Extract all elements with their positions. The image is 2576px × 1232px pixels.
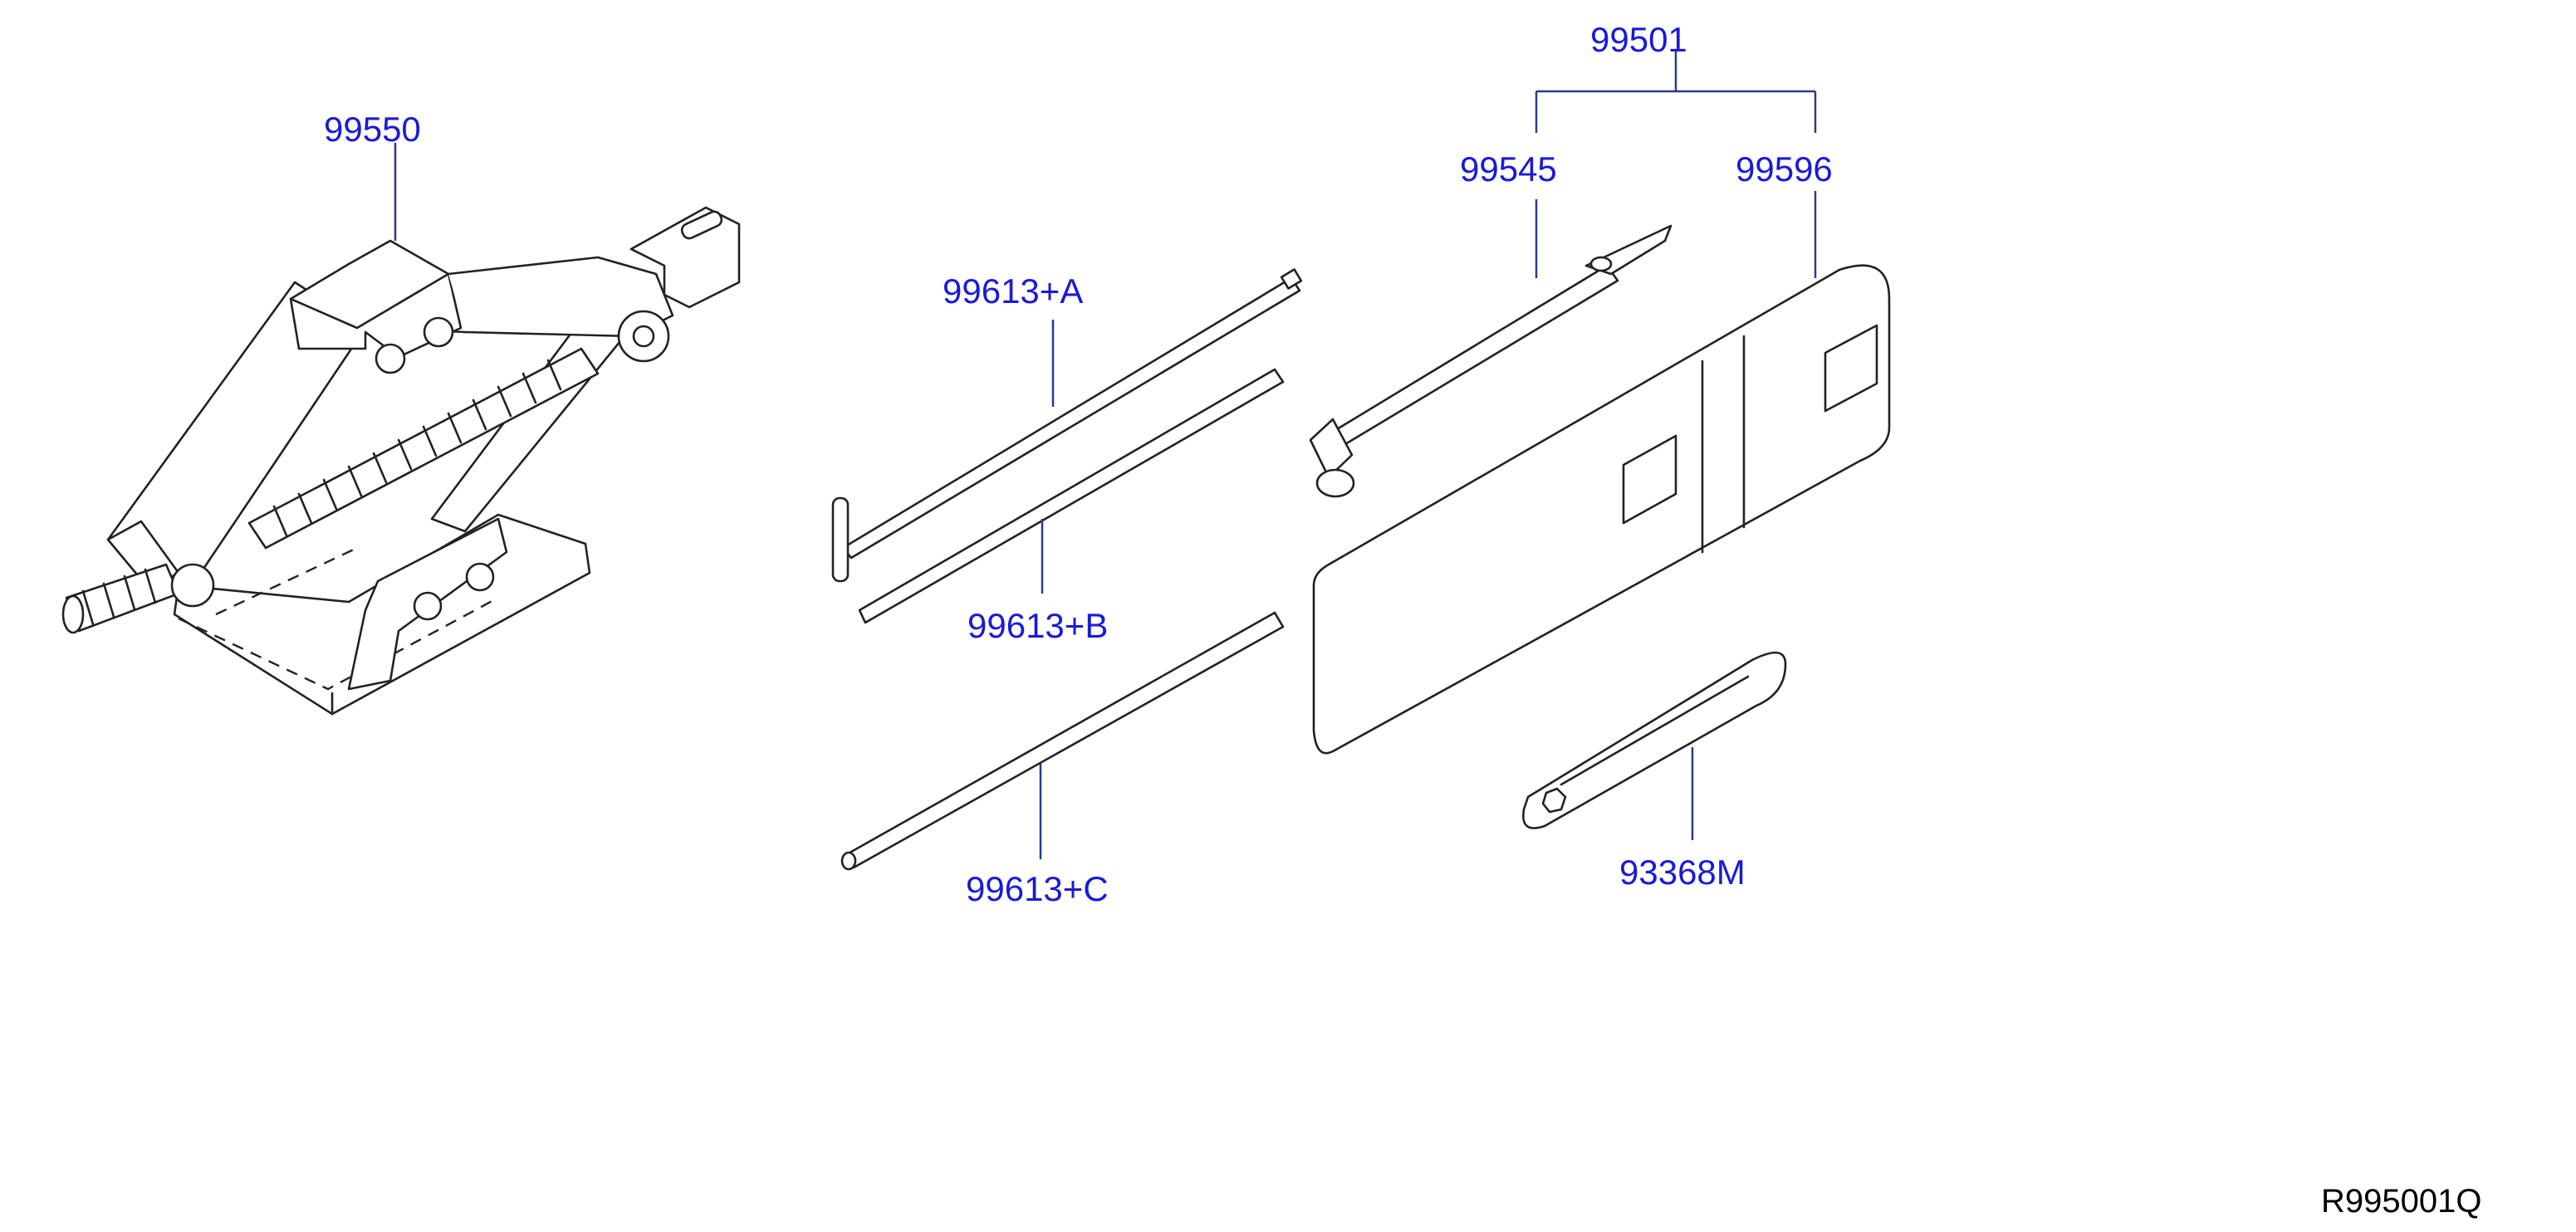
jack-screw-thread <box>247 347 600 550</box>
part-label-99545: 99545 <box>1460 149 1557 188</box>
hook-strap-drawing <box>1521 651 1787 829</box>
wheel-wrench-drawing <box>1309 224 1672 498</box>
part-label-99501: 99501 <box>1590 20 1687 59</box>
rod-b-drawing <box>858 368 1285 624</box>
tool-bag-drawing <box>1312 264 1891 755</box>
part-label-99613-a: 99613+A <box>943 271 1083 310</box>
leader-99501 <box>1535 50 1817 133</box>
diagram-reference-code: R995001Q <box>2321 1183 2481 1220</box>
part-label-99596: 99596 <box>1736 149 1833 188</box>
part-label-99613-c: 99613+C <box>966 869 1109 908</box>
part-label-99613-b: 99613+B <box>967 606 1108 645</box>
part-label-93368m: 93368M <box>1619 853 1746 892</box>
part-label-99550: 99550 <box>324 110 421 149</box>
scissor-jack-drawing <box>61 206 741 716</box>
rod-c-drawing <box>840 611 1285 871</box>
rod-a-drawing <box>831 268 1303 583</box>
